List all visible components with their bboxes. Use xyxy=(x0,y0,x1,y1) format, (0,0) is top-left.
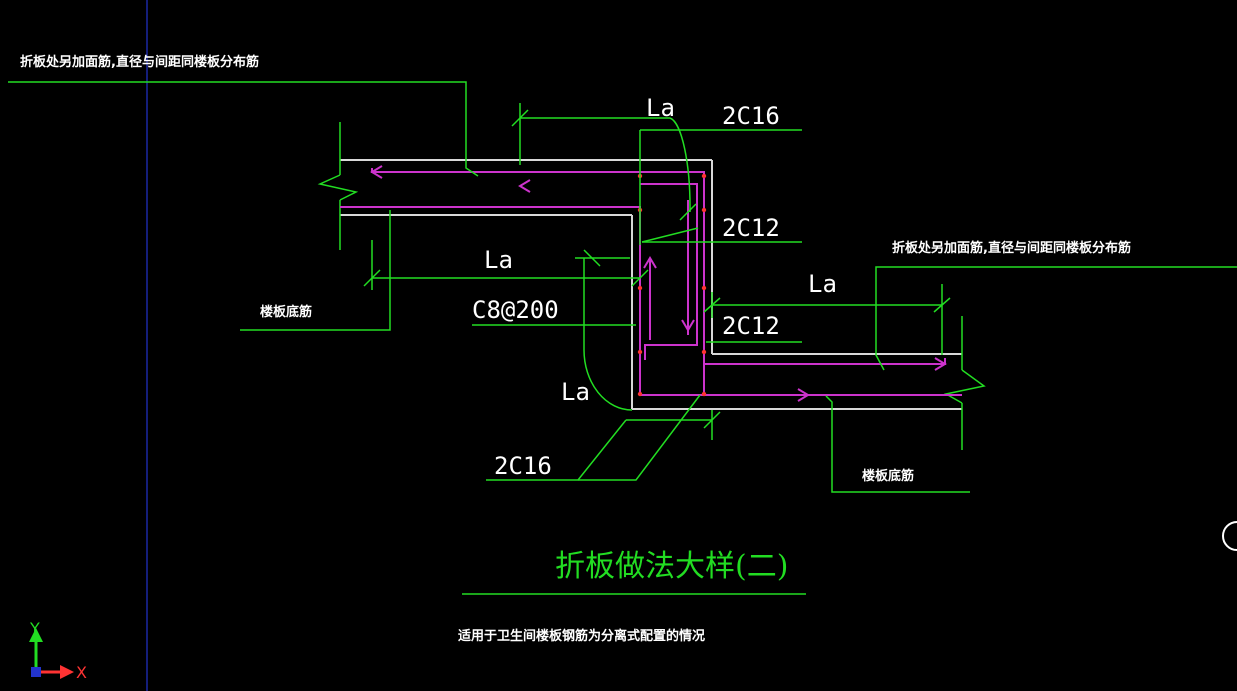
top-left-note: 折板处另加面筋,直径与间距同楼板分布筋 xyxy=(20,54,259,70)
right-bottom-rebar-label: 楼板底筋 xyxy=(862,468,914,484)
right-note: 折板处另加面筋,直径与间距同楼板分布筋 xyxy=(892,240,1131,256)
upper-bottom-rebar xyxy=(340,206,962,396)
upper-top-rebar-2 xyxy=(640,183,698,360)
drawing-title: 折板做法大样(二) xyxy=(555,549,788,584)
ucs-x-label: X xyxy=(76,663,87,682)
leader-lines xyxy=(8,81,1237,595)
bar-label-mid-lower: 2C12 xyxy=(722,312,780,340)
ucs-icon: Y X xyxy=(29,619,87,682)
bar-label-mid-upper: 2C12 xyxy=(722,214,780,242)
dim-la-top: La xyxy=(646,94,675,122)
dim-la-bottom: La xyxy=(561,378,590,406)
drawing-note: 适用于卫生间楼板钢筋为分离式配置的情况 xyxy=(458,628,705,644)
break-lines xyxy=(317,122,986,450)
dim-la-left: La xyxy=(484,246,513,274)
slab-outline xyxy=(340,159,962,410)
bar-label-bottom: 2C16 xyxy=(494,452,552,480)
edge-circle-fragment xyxy=(1222,521,1237,551)
bar-label-top: 2C16 xyxy=(722,102,780,130)
rebar-dots xyxy=(637,173,707,397)
lower-top-rebar xyxy=(704,358,946,365)
rebar-lines xyxy=(340,168,962,396)
rebar-arrows xyxy=(370,165,947,402)
dim-la-right: La xyxy=(808,270,837,298)
ucs-y-label: Y xyxy=(29,619,40,638)
left-bottom-rebar-label: 楼板底筋 xyxy=(260,304,312,320)
upper-top-rebar xyxy=(371,168,705,395)
stirrup-label: C8@200 xyxy=(472,296,559,324)
